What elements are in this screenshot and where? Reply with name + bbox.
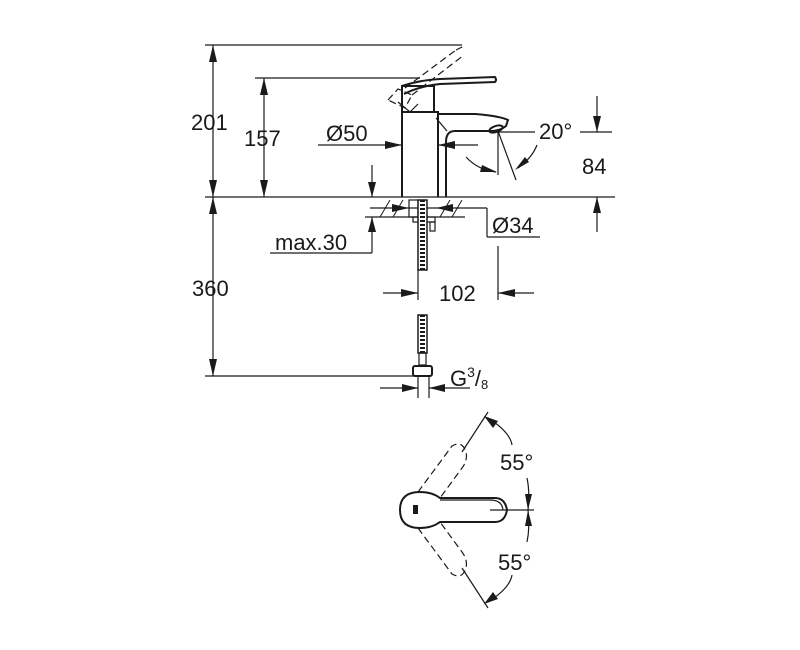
- dim-spout-angle-20: [465, 130, 538, 181]
- dim-max30-deck-thickness: [270, 165, 376, 254]
- label-hose-length: 360: [192, 276, 229, 301]
- dim-102-reach: [383, 246, 534, 300]
- label-connection-thread: G3/8: [450, 365, 488, 391]
- thread-numerator: 3: [467, 364, 475, 380]
- label-rotation-left: 55°: [500, 450, 534, 475]
- faucet-body: [387, 45, 510, 197]
- label-body-diameter: Ø50: [326, 121, 368, 146]
- thread-prefix: G: [450, 366, 468, 391]
- label-reach: 102: [439, 281, 476, 306]
- dim-201-overall-height: [205, 44, 462, 197]
- thread-slash: /: [474, 366, 482, 391]
- supply-hose-upper: [417, 199, 428, 271]
- label-lever-height: 157: [244, 126, 281, 151]
- top-view-lever: [398, 411, 534, 609]
- dim-157-lever-height: [255, 77, 420, 197]
- dim-84-outlet-height: [580, 96, 612, 232]
- thread-denominator: 8: [481, 377, 489, 392]
- deck-mounting-section: [365, 199, 540, 238]
- label-outlet-height: 84: [582, 154, 607, 179]
- label-max-deck: max.30: [275, 230, 348, 255]
- label-rotation-right: 55°: [498, 550, 532, 575]
- dim-360-hose-length: [205, 197, 415, 377]
- supply-hose-lower: [380, 314, 470, 398]
- dim-diameter-50: [318, 141, 478, 149]
- label-mounting-hole: Ø34: [492, 213, 534, 238]
- label-overall-height: 201: [191, 110, 228, 135]
- label-spout-angle: 20°: [539, 119, 573, 144]
